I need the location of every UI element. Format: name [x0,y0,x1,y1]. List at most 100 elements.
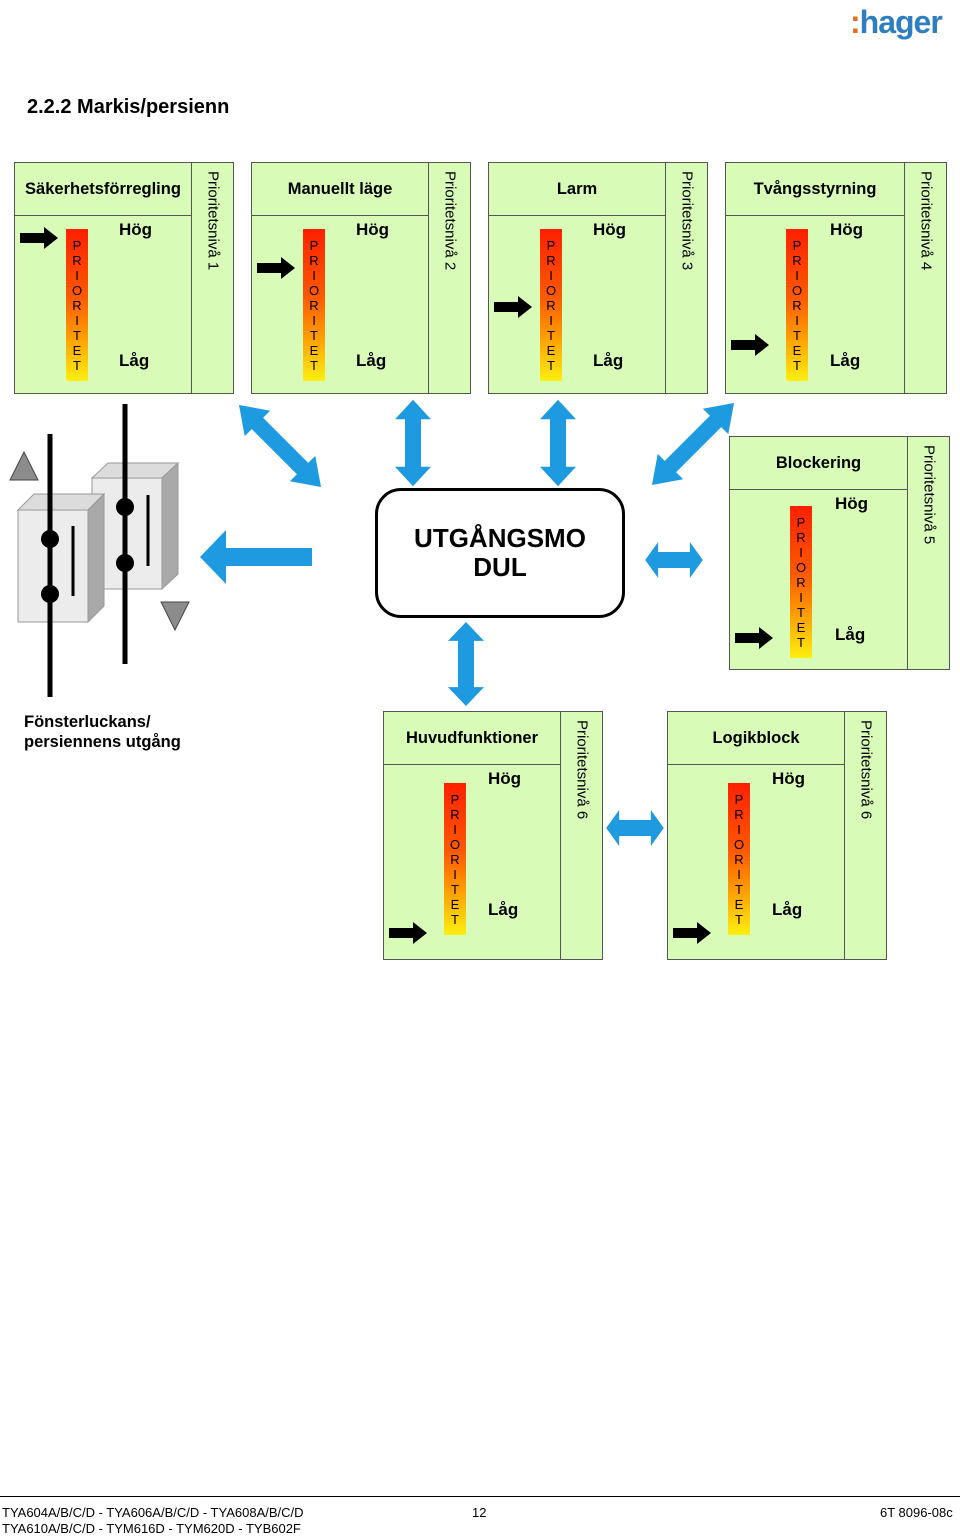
hager-logo: :hager [850,4,943,40]
priority-letter: T [451,911,459,927]
priority-letter: E [796,619,806,635]
arrow-block6-output [448,622,484,706]
priority-letter: R [72,297,82,313]
block-title: Manuellt läge [252,163,428,216]
priority-letter: I [75,312,79,328]
arrow-block5-output [645,542,703,578]
high-label: Hög [593,220,627,239]
priority-letter: P [796,514,806,530]
priority-level-label: Prioritetsnivå 3 [665,163,707,393]
priority-letter: I [799,544,803,560]
priority-letter: O [791,282,803,298]
low-label: Låg [356,351,387,370]
priority-level-label: Prioritetsnivå 6 [844,712,886,959]
priority-letter: P [792,237,802,253]
priority-letter: I [737,866,741,882]
priority-letter: R [546,297,556,313]
priority-letter: I [795,312,799,328]
low-label: Låg [593,351,624,370]
block-title: Blockering [730,437,907,490]
priority-letter: T [73,327,81,343]
priority-level-label: Prioritetsnivå 2 [428,163,470,393]
low-label: Låg [772,900,803,919]
priority-letter: R [792,297,802,313]
input-arrow-icon [731,334,769,356]
low-label: Låg [488,900,519,919]
priority-letter: I [795,267,799,283]
priority-letter: T [735,911,743,927]
section-title: 2.2.2 Markis/persienn [27,96,230,118]
low-label: Låg [835,625,866,644]
arrow-block3-output [540,399,576,487]
priority-letter: P [546,237,556,253]
input-arrow-icon [735,627,773,649]
priority-letter: E [792,342,802,358]
priority-letter: R [796,529,806,545]
input-arrow-icon [20,227,58,249]
priority-level-label: Prioritetsnivå 5 [907,437,949,669]
priority-letter: O [733,836,745,852]
priority-letter: O [71,282,83,298]
footer-product-codes: TYA604A/B/C/D - TYA606A/B/C/D - TYA608A/… [2,1505,304,1536]
priority-letter: I [453,866,457,882]
input-arrow-icon [494,296,532,318]
block-title: Tvångsstyrning [726,163,904,216]
priority-letter: P [309,237,319,253]
priority-letter: R [796,574,806,590]
priority-letter: R [792,252,802,268]
priority-letter: T [797,634,805,650]
priority-letter: R [309,252,319,268]
arrow-block1-output [226,392,334,500]
priority-letter: T [451,881,459,897]
shutter-graphic [9,404,190,697]
priority-letter: I [799,589,803,605]
priority-letter: O [795,559,807,575]
priority-letter: T [310,327,318,343]
document-number: 6T 8096-08c [880,1505,953,1520]
priority-letter: R [734,851,744,867]
block-title: Huvudfunktioner [384,712,560,765]
page-number: 12 [472,1505,487,1520]
priority-level-label: Prioritetsnivå 1 [191,163,233,393]
high-label: Hög [119,220,153,239]
priority-letter: E [309,342,319,358]
input-arrow-icon [257,257,295,279]
high-label: Hög [830,220,864,239]
priority-letter: T [73,357,81,373]
high-label: Hög [356,220,390,239]
priority-letter: E [546,342,556,358]
priority-letter: R [309,297,319,313]
shutter-output-label: Fönsterluckans/persiennens utgång [24,713,181,751]
priority-letter: E [450,896,460,912]
priority-letter: I [549,267,553,283]
priority-letter: T [547,357,555,373]
block-title: Larm [489,163,665,216]
priority-letter: E [734,896,744,912]
priority-letter: P [450,791,460,807]
priority-letter: O [449,836,461,852]
high-label: Hög [835,494,869,513]
input-arrow-icon [673,922,711,944]
priority-letter: I [75,267,79,283]
priority-letter: I [312,312,316,328]
input-arrow-icon [389,922,427,944]
priority-letter: I [737,821,741,837]
priority-letter: P [72,237,82,253]
priority-level-label: Prioritetsnivå 4 [904,163,946,393]
priority-letter: I [453,821,457,837]
priority-letter: E [72,342,82,358]
priority-letter: T [797,604,805,620]
